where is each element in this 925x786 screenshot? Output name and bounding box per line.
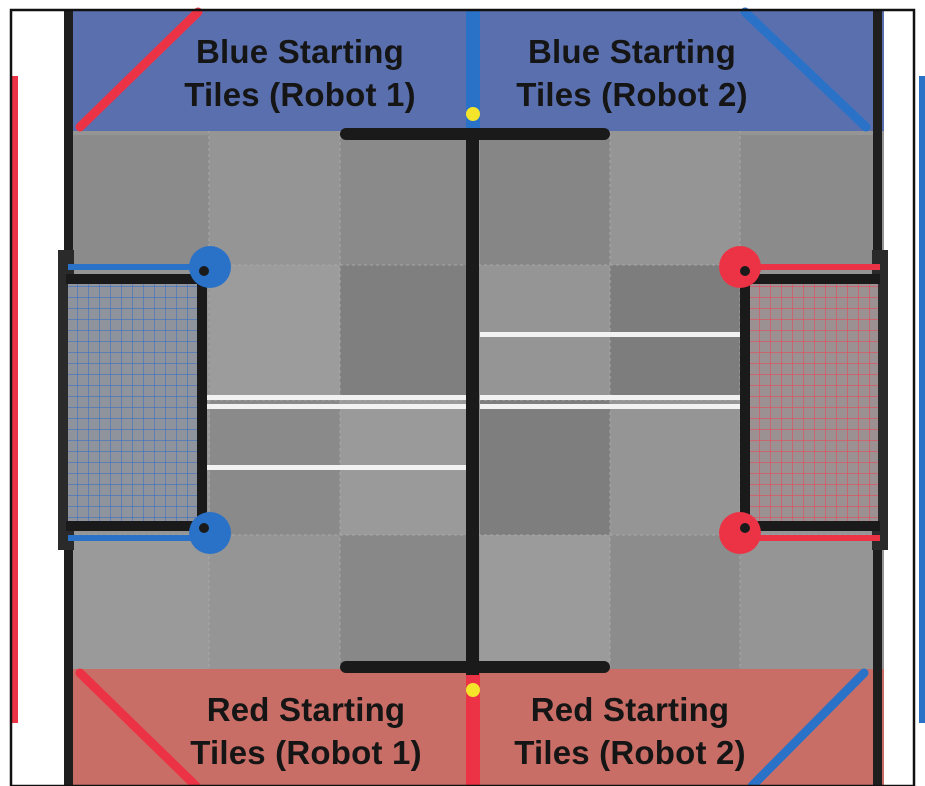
blue-goal	[66, 246, 231, 554]
center-ball-bottom	[466, 683, 480, 697]
field-lines	[64, 332, 880, 470]
corner-bars	[75, 7, 871, 786]
red-goal-post-top	[719, 246, 761, 288]
red-zone-2-line-1: Red Starting	[530, 691, 730, 728]
center-barrier	[340, 10, 610, 786]
red-zone-2-line-2: Tiles (Robot 2)	[514, 734, 746, 771]
center-ball-top	[466, 107, 480, 121]
blue-zone-label-robot-2: Blue Starting Tiles (Robot 2)	[482, 30, 782, 116]
red-goal-post-bottom	[719, 512, 761, 554]
red-side-bar	[10, 76, 18, 723]
red-zone-1-line-1: Red Starting	[206, 691, 406, 728]
red-zone-label-robot-2: Red Starting Tiles (Robot 2)	[480, 688, 780, 774]
blue-zone-label-robot-1: Blue Starting Tiles (Robot 1)	[150, 30, 450, 116]
blue-goal-post-bottom	[189, 512, 231, 554]
blue-zone-2-line-2: Tiles (Robot 2)	[516, 76, 748, 113]
red-zone-label-robot-1: Red Starting Tiles (Robot 1)	[156, 688, 456, 774]
blue-goal-post-top	[189, 246, 231, 288]
blue-zone-1-line-1: Blue Starting	[196, 33, 404, 70]
red-goal	[719, 246, 880, 554]
blue-side-bar	[919, 76, 925, 723]
blue-zone-1-line-2: Tiles (Robot 1)	[184, 76, 416, 113]
blue-zone-2-line-1: Blue Starting	[528, 33, 736, 70]
red-zone-1-line-2: Tiles (Robot 1)	[190, 734, 422, 771]
figure-border	[9, 8, 916, 786]
